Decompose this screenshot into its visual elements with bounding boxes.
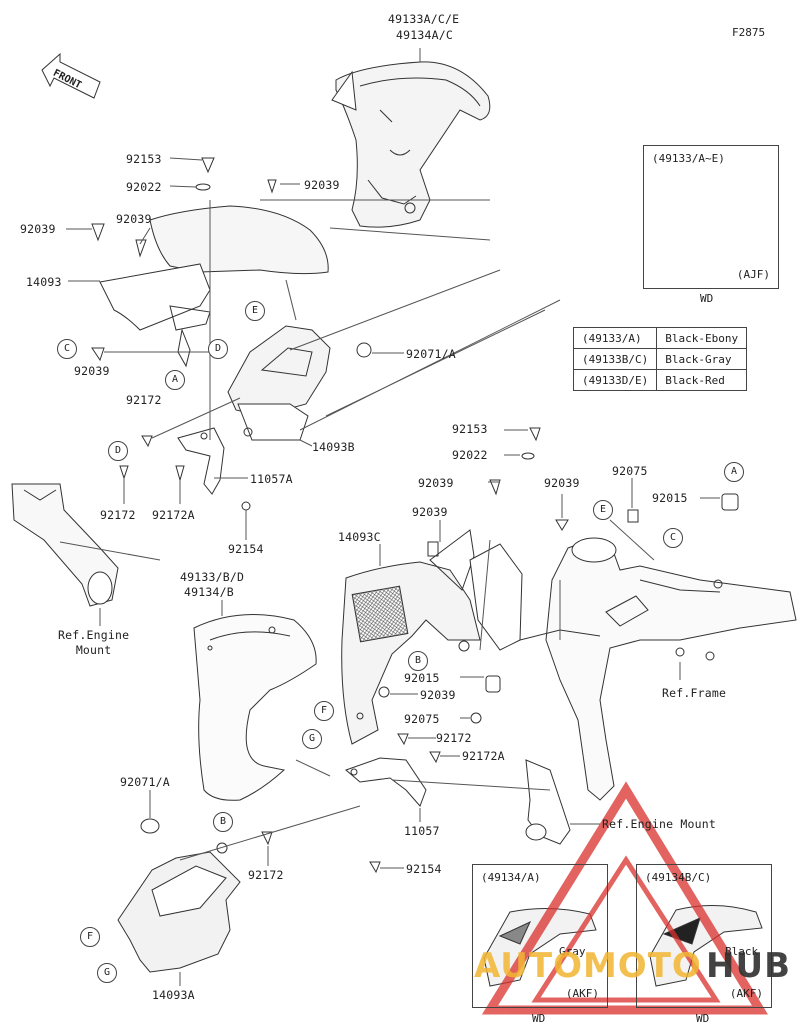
inset-ajf-header: (49133/A~E): [652, 152, 725, 165]
part-label: 92039: [304, 178, 340, 192]
part-label: 92071/A: [406, 347, 456, 361]
part-label: Ref.Frame: [662, 686, 727, 700]
part-label: 14093: [26, 275, 62, 289]
part-label: 92075: [404, 712, 440, 726]
part-label: Ref.Engine Mount: [602, 817, 716, 831]
inner-panel-14093c-part: [341, 529, 523, 745]
callout-c: C: [57, 339, 77, 359]
callout-b: B: [213, 812, 233, 832]
callout-e: E: [245, 301, 265, 321]
side-cover-part: [193, 614, 317, 801]
inset-gray-label: WD: [532, 1012, 546, 1025]
table-cell: Black-Gray: [656, 348, 748, 370]
inset-gray-box: (49134/A) Gray (AKF): [472, 864, 608, 1008]
table-cell: Black-Ebony: [656, 327, 748, 349]
part-label: 49133A/C/E: [388, 12, 460, 26]
part-label: 92015: [404, 671, 440, 685]
part-label: 92075: [612, 464, 648, 478]
lower-panel-14093a-part: [117, 818, 241, 973]
inset-black-color: Black: [725, 945, 759, 958]
part-label: 92071/A: [120, 775, 170, 789]
bracket-11057-part: [345, 757, 427, 807]
part-label: 92015: [652, 491, 688, 505]
figure-code: F2875: [732, 26, 766, 39]
inset-black-code: (AKF): [729, 987, 763, 1000]
middle-bracket-part: [227, 325, 372, 441]
engine-mount-lower-part: [525, 759, 571, 845]
part-label: Ref.Engine Mount: [58, 628, 130, 657]
inset-black-label: WD: [696, 1012, 710, 1025]
callout-b: B: [408, 651, 428, 671]
part-label: 92172: [126, 393, 162, 407]
inset-cover-black-illustration: [649, 905, 763, 987]
inset-black-box: (49134B/C) Black (AKF): [636, 864, 772, 1008]
part-label: 92154: [406, 862, 442, 876]
part-label: 92039: [418, 476, 454, 490]
table-row: (49133D/E)Black-Red: [572, 369, 748, 391]
part-label: 11057A: [250, 472, 293, 486]
part-label: 14093B: [312, 440, 355, 454]
part-label: 14093C: [338, 530, 381, 544]
callout-g: G: [97, 963, 117, 983]
part-label: 92022: [452, 448, 488, 462]
callout-f: F: [314, 701, 334, 721]
inset-gray-code: (AKF): [565, 987, 599, 1000]
inset-ajf-code: (AJF): [736, 268, 770, 281]
callout-a: A: [724, 462, 744, 482]
part-label: 92172A: [152, 508, 195, 522]
watermark-text: AUTOMOTO: [474, 946, 702, 986]
part-label: 92039: [74, 364, 110, 378]
watermark-text-hub: HUB: [706, 946, 791, 986]
table-cell: (49133B/C): [572, 348, 658, 370]
part-label: 14093A: [152, 988, 195, 1002]
part-label: 49134A/C: [396, 28, 453, 42]
callout-c: C: [663, 528, 683, 548]
callout-d: D: [108, 441, 128, 461]
fasteners: [91, 157, 739, 874]
part-label: 49134/B: [184, 585, 234, 599]
table-cell: (49133/A): [572, 327, 658, 349]
inset-ajf-label: WD: [700, 292, 714, 305]
part-label: 92039: [116, 212, 152, 226]
engine-mount-left-part: [11, 483, 119, 607]
callout-a: A: [165, 370, 185, 390]
inset-gray-header: (49134/A): [481, 871, 541, 884]
part-label: 92039: [420, 688, 456, 702]
part-label: 92172: [436, 731, 472, 745]
front-arrow-icon: [41, 52, 101, 99]
inset-ajf-box: (49133/A~E) (AJF): [643, 145, 779, 289]
part-label: 92172: [100, 508, 136, 522]
part-label: 92153: [126, 152, 162, 166]
part-label: 49133/B/D: [180, 570, 245, 584]
callout-e: E: [593, 500, 613, 520]
part-label: 92039: [544, 476, 580, 490]
inset-black-header: (49134B/C): [645, 871, 712, 884]
watermark-logo-icon: [481, 781, 769, 1015]
part-label: 92172A: [462, 749, 505, 763]
part-label: 11057: [404, 824, 440, 838]
table-cell: (49133D/E): [572, 369, 658, 391]
table-row: (49133B/C)Black-Gray: [572, 348, 748, 370]
callout-d: D: [208, 339, 228, 359]
table-cell: Black-Red: [656, 369, 748, 391]
part-label: 92172: [248, 868, 284, 882]
part-label: 92039: [20, 222, 56, 236]
bracket-11057a-part: [177, 427, 225, 495]
part-label: 92153: [452, 422, 488, 436]
color-table: (49133/A)Black-Ebony (49133B/C)Black-Gra…: [572, 327, 748, 391]
callout-f: F: [80, 927, 100, 947]
callout-g: G: [302, 729, 322, 749]
frame-part: [519, 537, 797, 801]
leader-lines: [59, 48, 720, 986]
table-row: (49133/A)Black-Ebony: [572, 327, 748, 349]
top-cover-part: [331, 61, 491, 228]
part-label: 92022: [126, 180, 162, 194]
part-label: 92039: [412, 505, 448, 519]
upper-inner-panel-part: [99, 205, 329, 368]
part-label: 92154: [228, 542, 264, 556]
inset-gray-color: Gray: [559, 945, 586, 958]
